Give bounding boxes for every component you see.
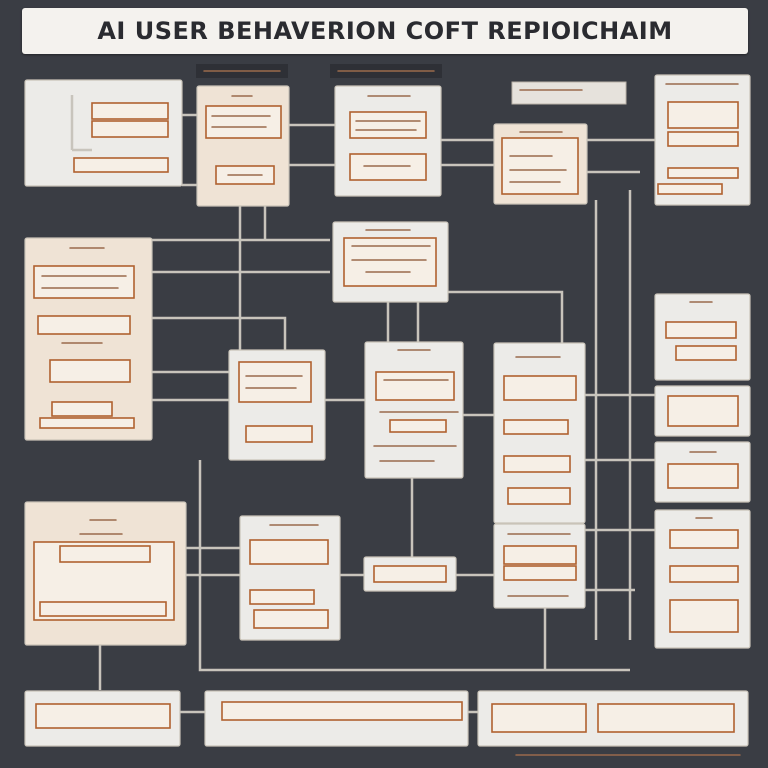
connector bbox=[198, 460, 630, 672]
connector bbox=[152, 316, 287, 374]
node-top-5[interactable] bbox=[654, 74, 751, 206]
diagram-title: AI USER BEHAVERION COFT REPIOICHAIM bbox=[97, 17, 673, 45]
node-right-2[interactable] bbox=[654, 385, 751, 437]
node-center-right[interactable] bbox=[493, 342, 586, 524]
node-center-left[interactable] bbox=[228, 349, 326, 461]
connectors bbox=[98, 113, 655, 714]
node-left-middle[interactable] bbox=[24, 237, 153, 441]
title-bar: AI USER BEHAVERION COFT REPIOICHAIM bbox=[22, 8, 748, 54]
node-bottom-center[interactable] bbox=[239, 515, 341, 641]
node-bottom-left[interactable] bbox=[24, 501, 187, 646]
node-center[interactable] bbox=[364, 341, 464, 479]
node-right-4[interactable] bbox=[654, 509, 751, 649]
connector bbox=[182, 113, 197, 187]
footer-right[interactable] bbox=[477, 690, 749, 747]
node-right-1[interactable] bbox=[654, 293, 751, 381]
node-top-4[interactable] bbox=[493, 81, 627, 205]
node-input[interactable] bbox=[24, 79, 183, 187]
connector bbox=[186, 546, 240, 577]
connector bbox=[448, 290, 564, 343]
connector bbox=[587, 138, 655, 174]
connector bbox=[325, 398, 494, 417]
connector bbox=[152, 238, 330, 274]
connector bbox=[238, 205, 267, 350]
node-center-top[interactable] bbox=[332, 221, 449, 303]
node-top-2[interactable] bbox=[196, 64, 290, 207]
footer-left[interactable] bbox=[24, 690, 181, 747]
node-bottom-middle[interactable] bbox=[363, 556, 457, 592]
node-right-3[interactable] bbox=[654, 441, 751, 503]
node-top-3[interactable] bbox=[330, 64, 442, 197]
footer-middle[interactable] bbox=[204, 690, 469, 747]
node-center-right-lower[interactable] bbox=[493, 523, 586, 609]
connector bbox=[289, 123, 335, 167]
connector bbox=[594, 190, 632, 640]
connector bbox=[386, 302, 420, 343]
connector bbox=[441, 138, 494, 167]
